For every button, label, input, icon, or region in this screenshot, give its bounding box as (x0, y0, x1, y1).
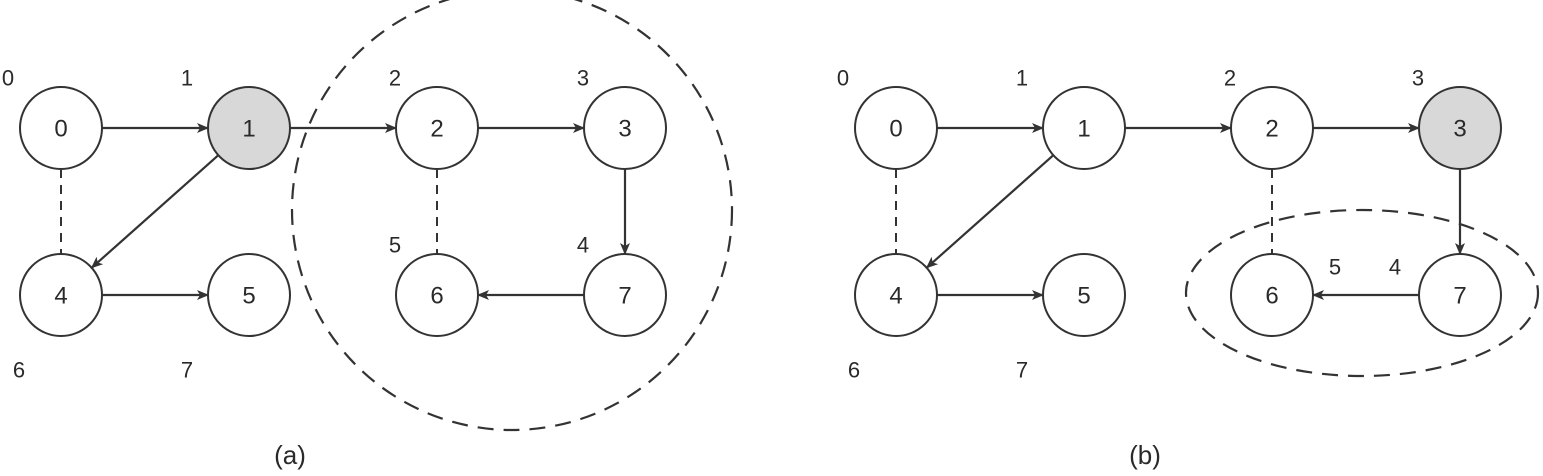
node-number-label: 5 (1329, 255, 1341, 280)
node-label: 7 (1453, 283, 1466, 310)
node-number-label: 1 (1016, 66, 1028, 91)
node-circle (19, 86, 103, 170)
node-label: 5 (242, 283, 255, 310)
node-label: 6 (430, 283, 443, 310)
node-4: 46 (848, 253, 938, 383)
node-number-label: 1 (181, 66, 193, 91)
node-label: 1 (1077, 116, 1090, 143)
node-0: 00 (2, 66, 103, 170)
node-circle (207, 86, 291, 170)
node-number-label: 7 (181, 358, 193, 383)
node-label: 6 (1265, 283, 1278, 310)
node-number-label: 3 (1412, 66, 1424, 91)
node-circle (207, 253, 291, 337)
node-4: 46 (13, 253, 103, 383)
node-6: 65 (389, 233, 479, 337)
node-7: 74 (1389, 253, 1502, 337)
node-label: 0 (889, 116, 902, 143)
node-number-label: 7 (1016, 358, 1028, 383)
node-label: 4 (889, 283, 902, 310)
node-circle (854, 86, 938, 170)
node-circle (583, 253, 667, 337)
node-label: 4 (54, 283, 67, 310)
node-label: 3 (618, 116, 631, 143)
node-5: 57 (1016, 253, 1126, 383)
node-3: 33 (577, 66, 667, 170)
node-3: 33 (1412, 66, 1502, 170)
node-number-label: 2 (1224, 66, 1236, 91)
node-circle (1042, 253, 1126, 337)
node-number-label: 4 (577, 233, 589, 258)
node-circle (1042, 86, 1126, 170)
node-label: 7 (618, 283, 631, 310)
node-circle (854, 253, 938, 337)
node-5: 57 (181, 253, 291, 383)
node-2: 22 (1224, 66, 1314, 170)
node-label: 0 (54, 116, 67, 143)
panel-caption: (a) (274, 440, 306, 470)
node-circle (1418, 253, 1502, 337)
node-circle (583, 86, 667, 170)
node-circle (395, 86, 479, 170)
node-label: 2 (1265, 116, 1278, 143)
node-circle (1230, 253, 1314, 337)
node-1: 11 (1016, 66, 1126, 170)
node-7: 74 (577, 233, 667, 337)
node-number-label: 0 (837, 66, 849, 91)
node-2: 22 (389, 66, 479, 170)
node-circle (19, 253, 103, 337)
node-number-label: 0 (2, 66, 14, 91)
node-0: 00 (837, 66, 938, 170)
edge-1-4 (90, 154, 220, 269)
node-number-label: 5 (389, 233, 401, 258)
node-number-label: 6 (848, 358, 860, 383)
region-outline (1184, 208, 1540, 378)
node-label: 3 (1453, 116, 1466, 143)
node-1: 11 (181, 66, 291, 170)
panel-caption: (b) (1129, 440, 1161, 470)
region-outline (290, 0, 734, 432)
node-circle (395, 253, 479, 337)
node-circle (1418, 86, 1502, 170)
node-number-label: 6 (13, 358, 25, 383)
node-number-label: 3 (577, 66, 589, 91)
node-number-label: 2 (389, 66, 401, 91)
node-label: 1 (242, 116, 255, 143)
node-label: 5 (1077, 283, 1090, 310)
node-circle (1230, 86, 1314, 170)
node-number-label: 4 (1389, 255, 1401, 280)
edge-1-4 (925, 154, 1055, 269)
node-label: 2 (430, 116, 443, 143)
node-6: 65 (1230, 253, 1341, 337)
